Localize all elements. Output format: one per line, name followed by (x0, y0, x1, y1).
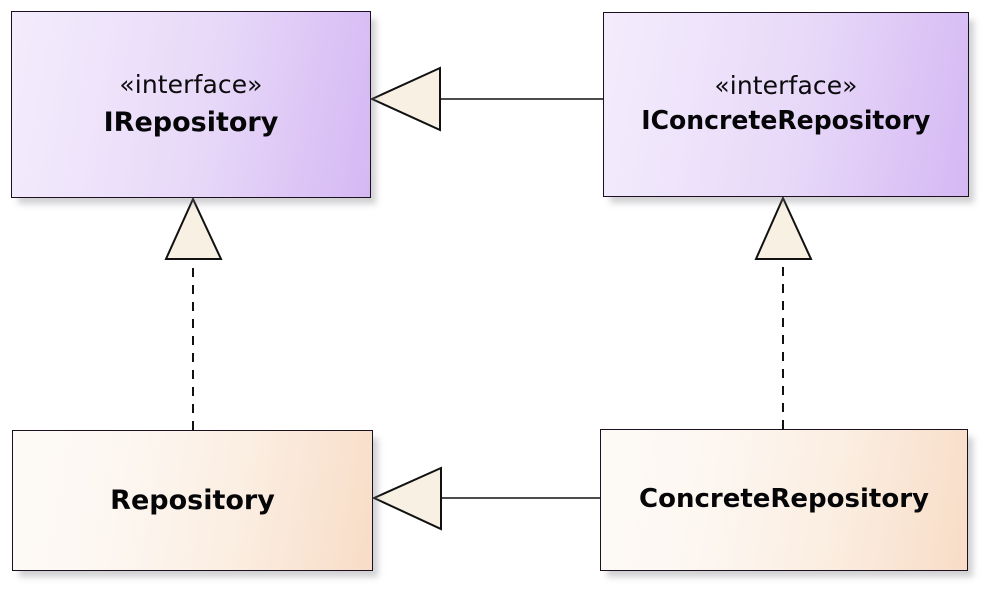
generalization-arrowhead-icon (371, 466, 442, 531)
edge-realization-concreterepository-to-iconcreterepository[interactable] (754, 195, 813, 429)
edge-generalization-iconcreterepository-to-irepository[interactable] (369, 66, 603, 132)
class-name-label: IConcreteRepository (641, 106, 931, 137)
class-name-label: ConcreteRepository (639, 484, 929, 515)
realization-arrowhead-icon (754, 195, 813, 260)
class-node-iconcreterepository[interactable]: «interface» IConcreteRepository (603, 12, 969, 197)
edge-realization-repository-to-irepository[interactable] (164, 196, 223, 430)
class-node-irepository[interactable]: «interface» IRepository (11, 11, 371, 198)
stereotype-label: «interface» (119, 70, 263, 100)
class-node-repository[interactable]: Repository (12, 430, 373, 571)
stereotype-label: «interface» (714, 70, 858, 100)
generalization-arrowhead-icon (369, 66, 441, 132)
class-name-label: IRepository (103, 106, 279, 138)
class-node-concreterepository[interactable]: ConcreteRepository (600, 429, 968, 571)
class-name-label: Repository (110, 484, 275, 516)
realization-arrowhead-icon (164, 196, 223, 260)
edge-generalization-concreterepository-to-repository[interactable] (371, 466, 600, 531)
